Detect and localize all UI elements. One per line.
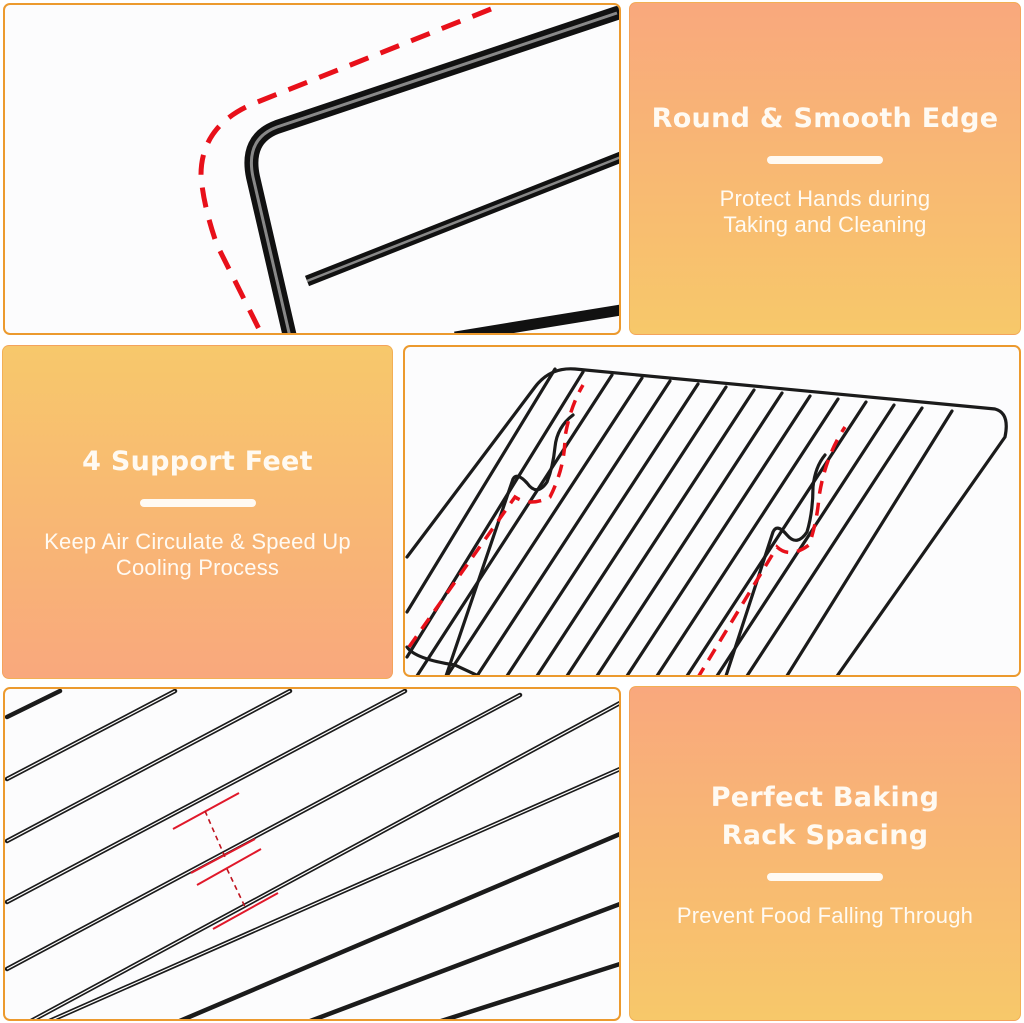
- rack-spacing-text-panel: Perfect Baking Rack Spacing Prevent Food…: [629, 686, 1021, 1021]
- title-underline-bar: [767, 155, 883, 164]
- title-underline-bar: [767, 872, 883, 881]
- round-edge-image-panel: [3, 3, 621, 335]
- rack-spacing-title-line2: Rack Spacing: [721, 819, 929, 851]
- round-edge-text-panel: Round & Smooth Edge Protect Hands during…: [629, 2, 1021, 335]
- title-underline-bar: [139, 499, 256, 507]
- round-edge-description-line1: Protect Hands during: [719, 185, 931, 211]
- support-feet-text-panel: 4 Support Feet Keep Air Circulate & Spee…: [2, 345, 393, 679]
- rack-spacing-image-panel: [3, 687, 621, 1021]
- support-feet-description-line1: Keep Air Circulate & Speed Up: [44, 529, 351, 554]
- rack-spacing-description: Prevent Food Falling Through: [676, 902, 974, 928]
- rack-spacing-illustration: [5, 689, 619, 1019]
- support-feet-description-line2: Cooling Process: [115, 555, 280, 580]
- round-edge-description-line2: Taking and Cleaning: [723, 211, 927, 237]
- round-edge-title: Round & Smooth Edge: [651, 102, 999, 134]
- rack-corner-illustration: [198, 6, 619, 333]
- rack-feet-illustration: [405, 367, 1008, 675]
- support-feet-title: 4 Support Feet: [82, 446, 313, 477]
- rack-spacing-title-line1: Perfect Baking: [710, 781, 940, 813]
- support-feet-image-panel: [403, 345, 1021, 677]
